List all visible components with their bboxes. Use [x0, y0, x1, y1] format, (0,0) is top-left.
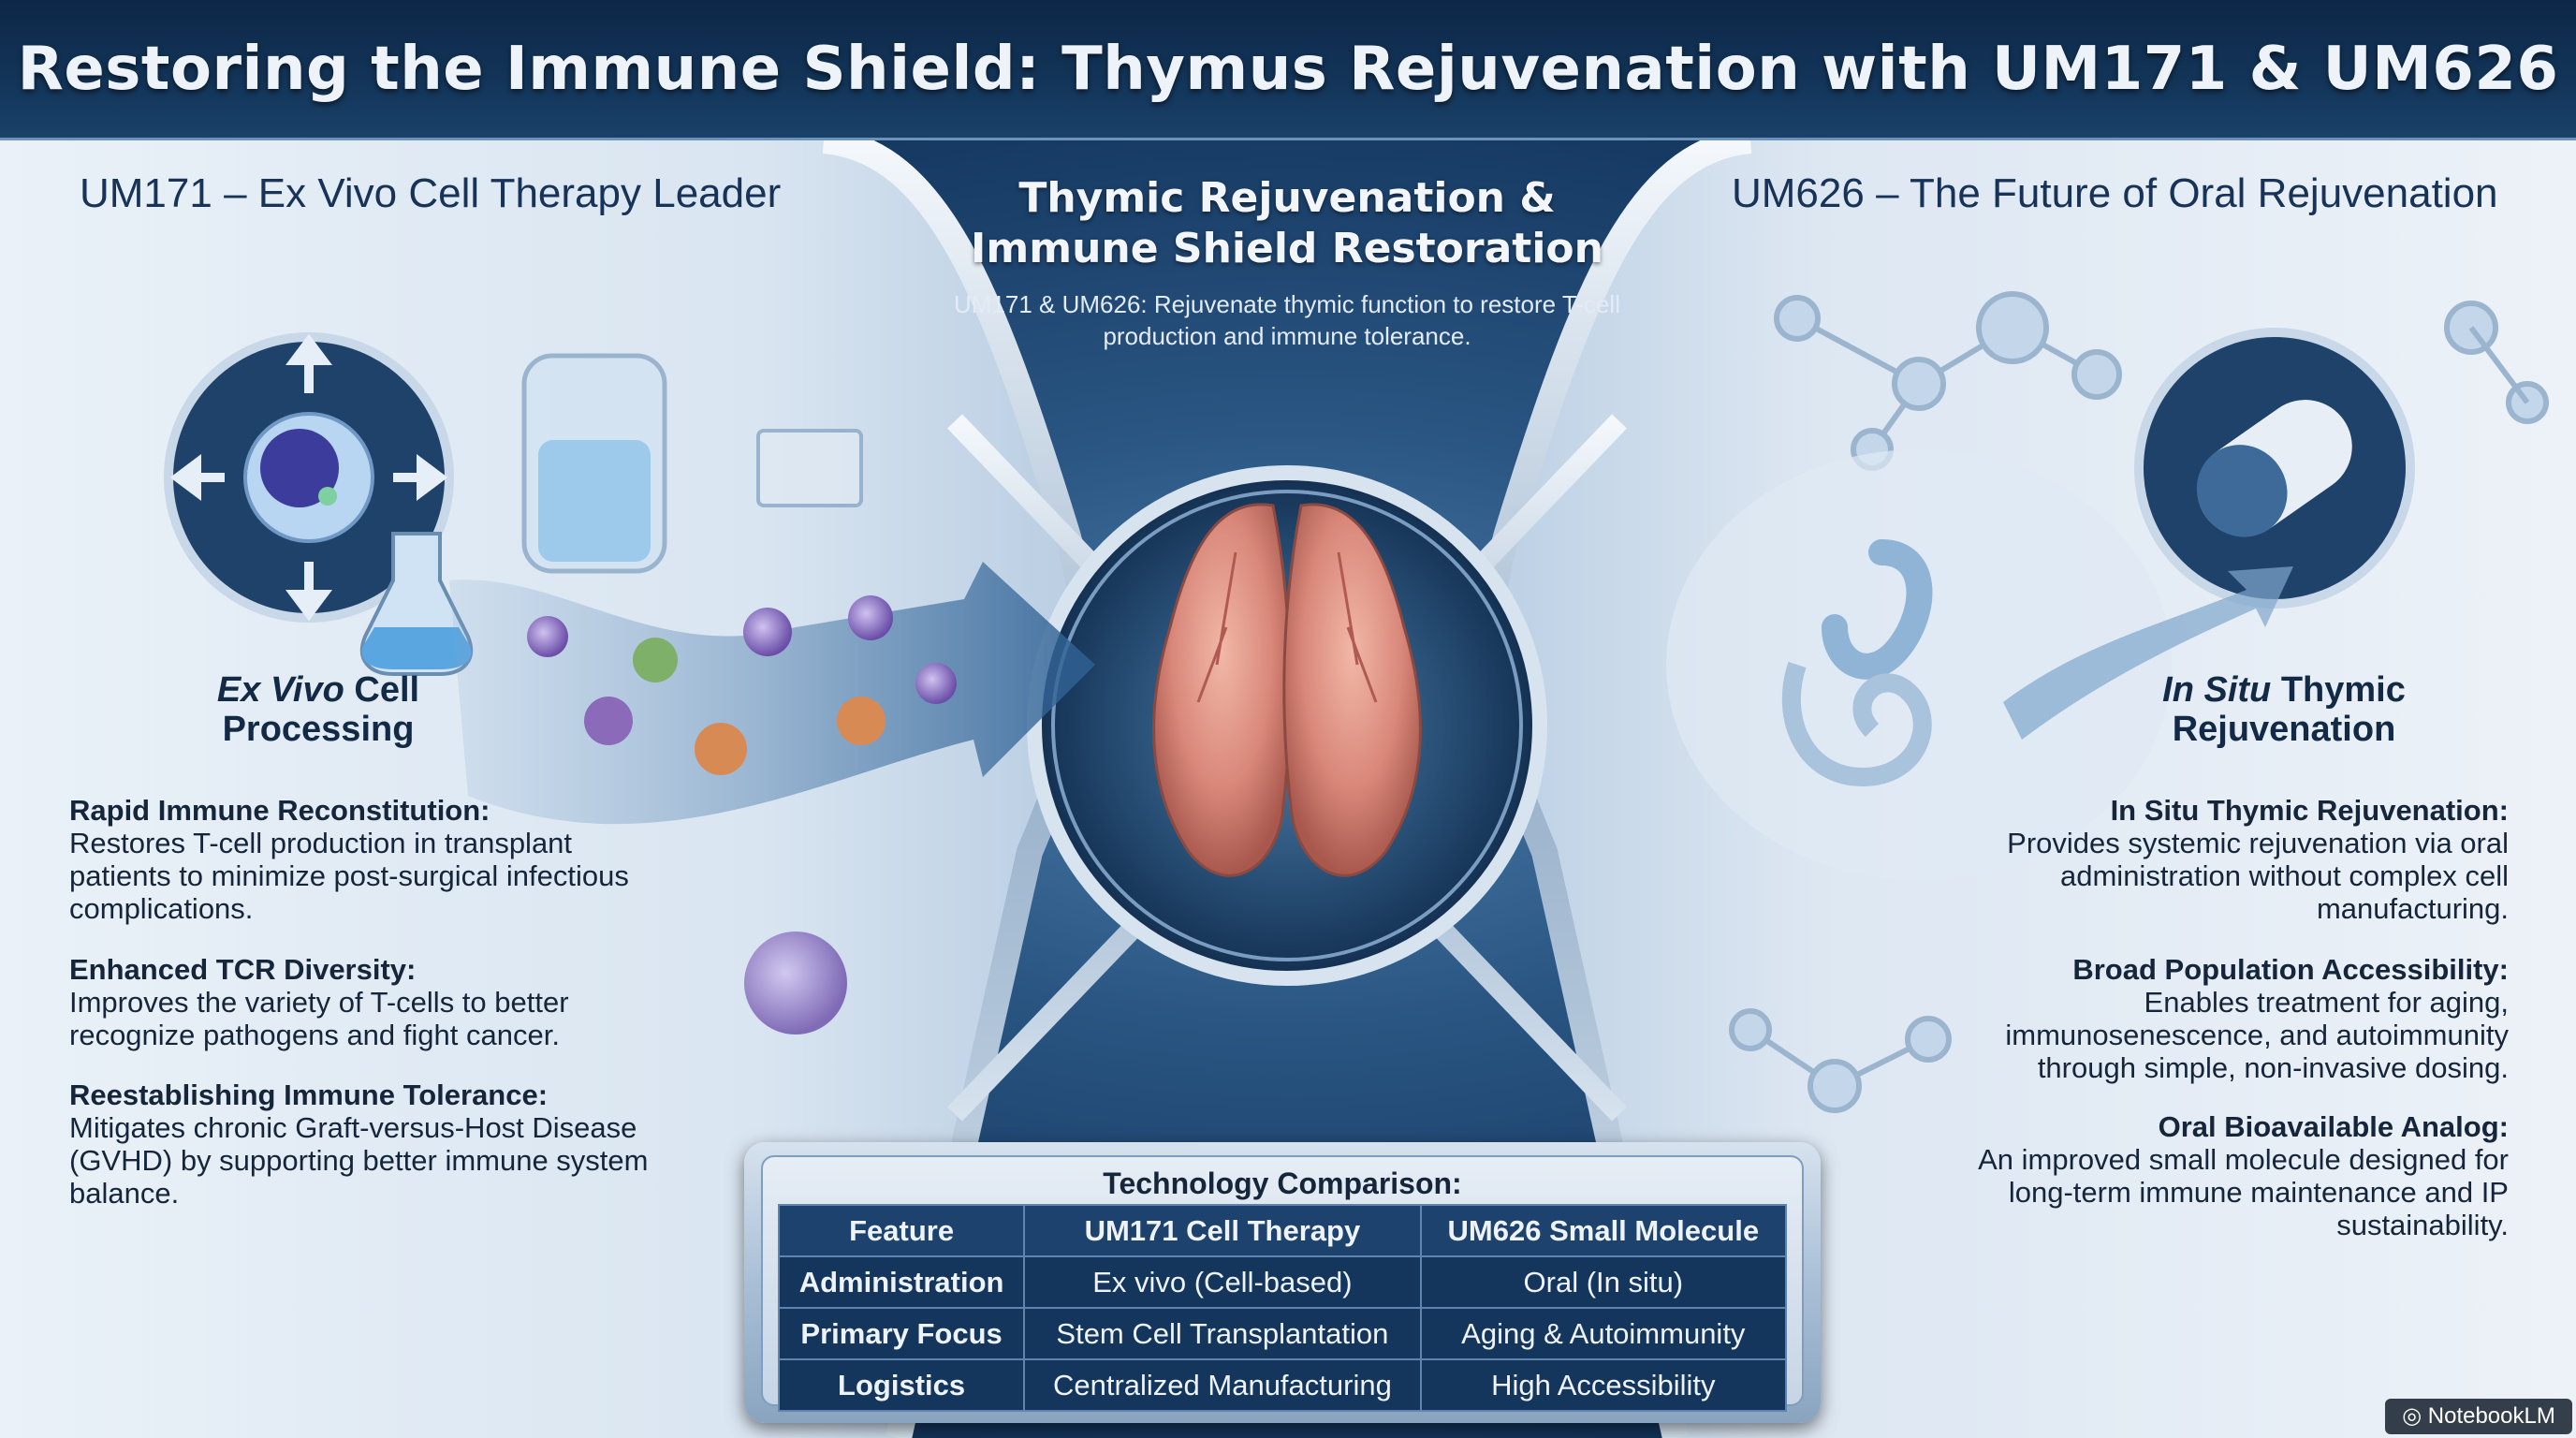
- right-process-label: In Situ Thymic Rejuvenation: [2144, 670, 2424, 749]
- right-feature-2-title: Broad Population Accessibility:: [2072, 953, 2509, 986]
- table-header-cell: Feature: [777, 1204, 1026, 1257]
- left-feature-3-title: Reestablishing Immune Tolerance:: [69, 1078, 549, 1111]
- right-feature-3-title: Oral Bioavailable Analog:: [2158, 1110, 2509, 1143]
- center-heading-line2: Immune Shield Restoration: [971, 225, 1603, 272]
- table-row: Administration Ex vivo (Cell-based) Oral…: [777, 1255, 1788, 1309]
- stem-cell-expansion-icon: [164, 332, 454, 623]
- left-feature-1-title: Rapid Immune Reconstitution:: [69, 794, 490, 827]
- table-cell: High Accessibility: [1419, 1358, 1788, 1412]
- right-feature-3: Oral Bioavailable Analog: An improved sm…: [1928, 1110, 2509, 1241]
- t-cells-icon: [527, 595, 957, 1034]
- table-row-label: Logistics: [777, 1358, 1026, 1412]
- left-feature-3: Reestablishing Immune Tolerance: Mitigat…: [69, 1078, 650, 1210]
- notebook-icon: ◎: [2402, 1403, 2422, 1429]
- digestive-system-icon: [1666, 449, 2172, 880]
- left-feature-2-text: Improves the variety of T-cells to bette…: [69, 986, 569, 1051]
- left-process-label-line2: Processing: [222, 710, 415, 749]
- table-cell: Ex vivo (Cell-based): [1023, 1255, 1422, 1309]
- table-row: Primary Focus Stem Cell Transplantation …: [777, 1307, 1788, 1360]
- comparison-caption: Technology Comparison:: [1103, 1167, 1462, 1200]
- center-heading-line1: Thymic Rejuvenation &: [1018, 174, 1556, 222]
- left-feature-1: Rapid Immune Reconstitution: Restores T-…: [69, 794, 650, 925]
- left-process-label-rest: Cell: [354, 670, 420, 710]
- right-feature-2-text: Enables treatment for aging, immunosenes…: [2005, 986, 2509, 1084]
- center-subtitle: UM171 & UM626: Rejuvenate thymic functio…: [954, 290, 1620, 350]
- left-section-heading: UM171 – Ex Vivo Cell Therapy Leader: [80, 170, 782, 216]
- table-cell: Stem Cell Transplantation: [1023, 1307, 1422, 1360]
- watermark-badge: ◎ NotebookLM: [2385, 1399, 2572, 1434]
- table-header-row: Feature UM171 Cell Therapy UM626 Small M…: [777, 1204, 1788, 1257]
- right-feature-1-text: Provides systemic rejuvenation via oral …: [2007, 827, 2509, 925]
- capsule-icon: [2134, 328, 2415, 609]
- table-header-cell: UM171 Cell Therapy: [1023, 1204, 1422, 1257]
- table-header-cell: UM626 Small Molecule: [1419, 1204, 1788, 1257]
- right-process-label-rest: Thymic: [2280, 670, 2406, 710]
- right-feature-2: Broad Population Accessibility: Enables …: [1928, 953, 2509, 1084]
- page-title: Restoring the Immune Shield: Thymus Reju…: [17, 34, 2559, 104]
- left-feature-2-title: Enhanced TCR Diversity:: [69, 953, 417, 986]
- left-feature-1-text: Restores T-cell production in transplant…: [69, 827, 629, 925]
- left-feature-2: Enhanced TCR Diversity: Improves the var…: [69, 953, 650, 1051]
- header-banner: Restoring the Immune Shield: Thymus Reju…: [0, 0, 2576, 140]
- comparison-table: Feature UM171 Cell Therapy UM626 Small M…: [777, 1204, 1788, 1412]
- left-process-label-italic: Ex Vivo: [216, 670, 344, 710]
- bioreactor-icon: [521, 353, 863, 574]
- table-cell: Aging & Autoimmunity: [1419, 1307, 1788, 1360]
- process-arrow-icon: [449, 562, 1095, 825]
- left-process-label: Ex Vivo Cell Processing: [187, 670, 449, 749]
- comparison-inner: Technology Comparison: Feature UM171 Cel…: [761, 1155, 1804, 1412]
- left-feature-3-text: Mitigates chronic Graft-versus-Host Dise…: [69, 1111, 649, 1210]
- table-row: Logistics Centralized Manufacturing High…: [777, 1358, 1788, 1412]
- comparison-panel: Technology Comparison: Feature UM171 Cel…: [744, 1142, 1821, 1423]
- right-feature-3-text: An improved small molecule designed for …: [1978, 1143, 2509, 1241]
- right-process-label-italic: In Situ: [2162, 670, 2272, 710]
- right-section-heading: UM626 – The Future of Oral Rejuvenation: [1732, 170, 2498, 216]
- thymus-icon: [1152, 503, 1422, 877]
- table-cell: Centralized Manufacturing: [1023, 1358, 1422, 1412]
- table-cell: Oral (In situ): [1419, 1255, 1788, 1309]
- table-row-label: Administration: [777, 1255, 1026, 1309]
- right-process-label-line2: Rejuvenation: [2172, 710, 2396, 749]
- right-feature-1-title: In Situ Thymic Rejuvenation:: [2110, 794, 2509, 827]
- panel-shapes: [0, 140, 2576, 1438]
- watermark-text: NotebookLM: [2427, 1403, 2555, 1429]
- center-heading: Thymic Rejuvenation & Immune Shield Rest…: [936, 173, 1638, 274]
- table-row-label: Primary Focus: [777, 1307, 1026, 1360]
- delivery-arrow-icon: [2003, 566, 2293, 740]
- right-feature-1: In Situ Thymic Rejuvenation: Provides sy…: [1928, 794, 2509, 925]
